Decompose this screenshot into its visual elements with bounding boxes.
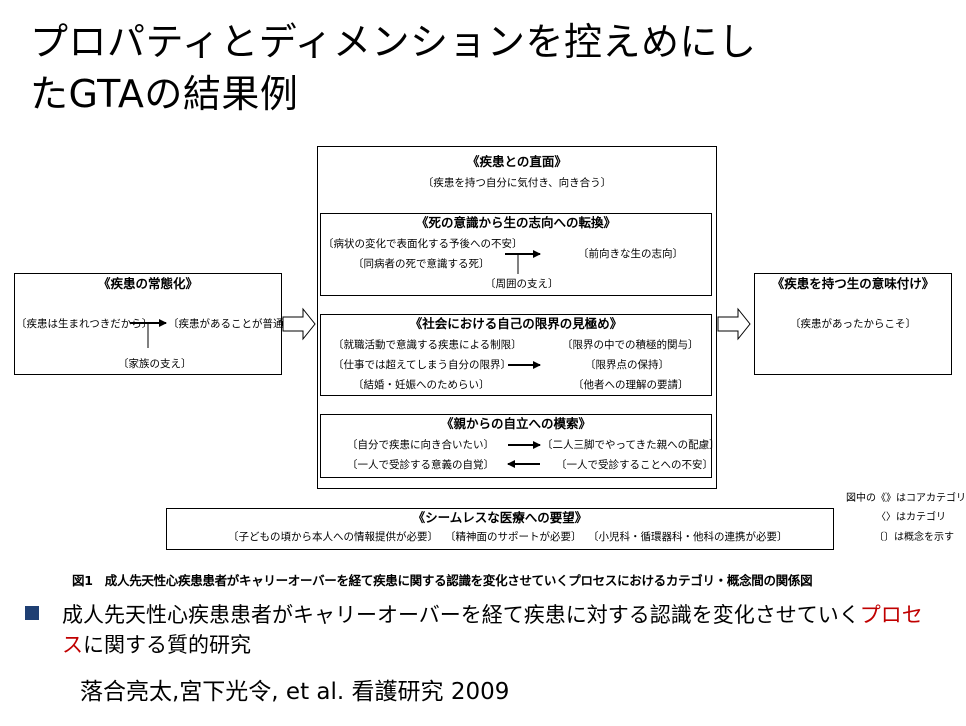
citation: 落合亮太,宮下光令, et al. 看護研究 2009 bbox=[80, 679, 510, 705]
concept-info-from-childhood: 〔子どもの頃から本人への情報提供が必要〕 bbox=[228, 531, 438, 543]
concept-face-disease-self: 〔自分で疾患に向き合いたい〕 bbox=[347, 439, 494, 451]
box-facing-disease-header: 《疾患との直面》 bbox=[467, 154, 567, 169]
bullet-text: 成人先天性心疾患患者がキャリーオーバーを経て疾患に対する認識を変化させていくプロ… bbox=[62, 600, 942, 660]
concept-mental-support: 〔精神面のサポートが必要〕 bbox=[445, 531, 582, 543]
bullet-marker bbox=[25, 606, 39, 620]
box-seamless-care bbox=[166, 508, 834, 550]
box-independence-header: 《親からの自立への模索》 bbox=[440, 416, 591, 431]
title-line-1: プロパティとディメンションを控えめにし bbox=[30, 20, 757, 64]
slide-title: プロパティとディメンションを控えめにし たGTAの結果例 bbox=[30, 16, 930, 120]
concept-prognosis-anxiety: 〔病状の変化で表面化する予後への不安〕 bbox=[323, 238, 523, 250]
concept-active-involvement: 〔限界の中での積極的関与〕 bbox=[562, 339, 699, 351]
concept-disease-normal: 〔疾患があることが普通〕 bbox=[168, 318, 294, 330]
concept-facing-self: 〔疾患を持つ自分に気付き、向き合う〕 bbox=[422, 177, 612, 189]
concept-limit-keeping: 〔限界点の保持〕 bbox=[585, 359, 669, 371]
title-line-2: たGTAの結果例 bbox=[30, 72, 299, 116]
concept-family-support: 〔家族の支え〕 bbox=[118, 358, 192, 370]
concept-surrounding-support: 〔周囲の支え〕 bbox=[485, 278, 559, 290]
concept-job-hunting-limits: 〔就職活動で意識する疾患による制限〕 bbox=[333, 339, 522, 351]
box-social-limits-header: 《社会における自己の限界の見極め》 bbox=[409, 316, 623, 331]
box-social-limits bbox=[320, 314, 712, 396]
concept-marriage-hesitation: 〔結婚・妊娠へのためらい〕 bbox=[353, 379, 490, 391]
concept-born-with-disease: 〔疾患は生まれつきだから〕 bbox=[16, 318, 153, 330]
concept-positive-life: 〔前向きな生の志向〕 bbox=[578, 248, 683, 260]
box-disease-normalization-header: 《疾患の常態化》 bbox=[97, 276, 198, 291]
legend-concept: 〔〕は概念を示す bbox=[874, 532, 954, 543]
concept-department-cooperation: 〔小児科・循環器科・他科の連携が必要〕 bbox=[588, 531, 788, 543]
concept-solo-visit-anxiety: 〔一人で受診することへの不安〕 bbox=[556, 459, 713, 471]
box-disease-normalization bbox=[14, 273, 282, 375]
legend-core-category: 図中の《》はコアカテゴリ bbox=[846, 493, 966, 504]
figure-caption: 図1 成人先天性心疾患患者がキャリーオーバーを経て疾患に関する認識を変化させてい… bbox=[72, 573, 813, 588]
concept-exceeding-limits: 〔仕事では超えてしまう自分の限界〕 bbox=[333, 359, 511, 371]
concept-request-understanding: 〔他者への理解の要請〕 bbox=[573, 379, 689, 391]
bullet-highlight: プロセス bbox=[62, 603, 923, 657]
box-death-to-life-header: 《死の意識から生の志向への転換》 bbox=[415, 215, 616, 230]
legend-category: 〈〉はカテゴリ bbox=[876, 512, 946, 523]
concept-solo-visit-meaning: 〔一人で受診する意義の自覚〕 bbox=[347, 459, 494, 471]
bullet-text-after: に関する質的研究 bbox=[83, 633, 251, 657]
concept-because-of-disease: 〔疾患があったからこそ〕 bbox=[790, 318, 916, 330]
concept-peer-death: 〔同病者の死で意識する死〕 bbox=[353, 258, 490, 270]
bullet-text-before: 成人先天性心疾患患者がキャリーオーバーを経て疾患に対する認識を変化させていく bbox=[62, 603, 860, 627]
block-arrow-right bbox=[717, 307, 751, 341]
box-seamless-care-header: 《シームレスな医療への要望》 bbox=[412, 510, 588, 525]
box-meaning-of-life bbox=[754, 273, 952, 375]
block-arrow-left bbox=[282, 307, 316, 341]
box-meaning-of-life-header: 《疾患を持つ生の意味付け》 bbox=[771, 276, 935, 291]
concept-parent-consideration: 〔二人三脚でやってきた親への配慮〕 bbox=[542, 439, 720, 451]
